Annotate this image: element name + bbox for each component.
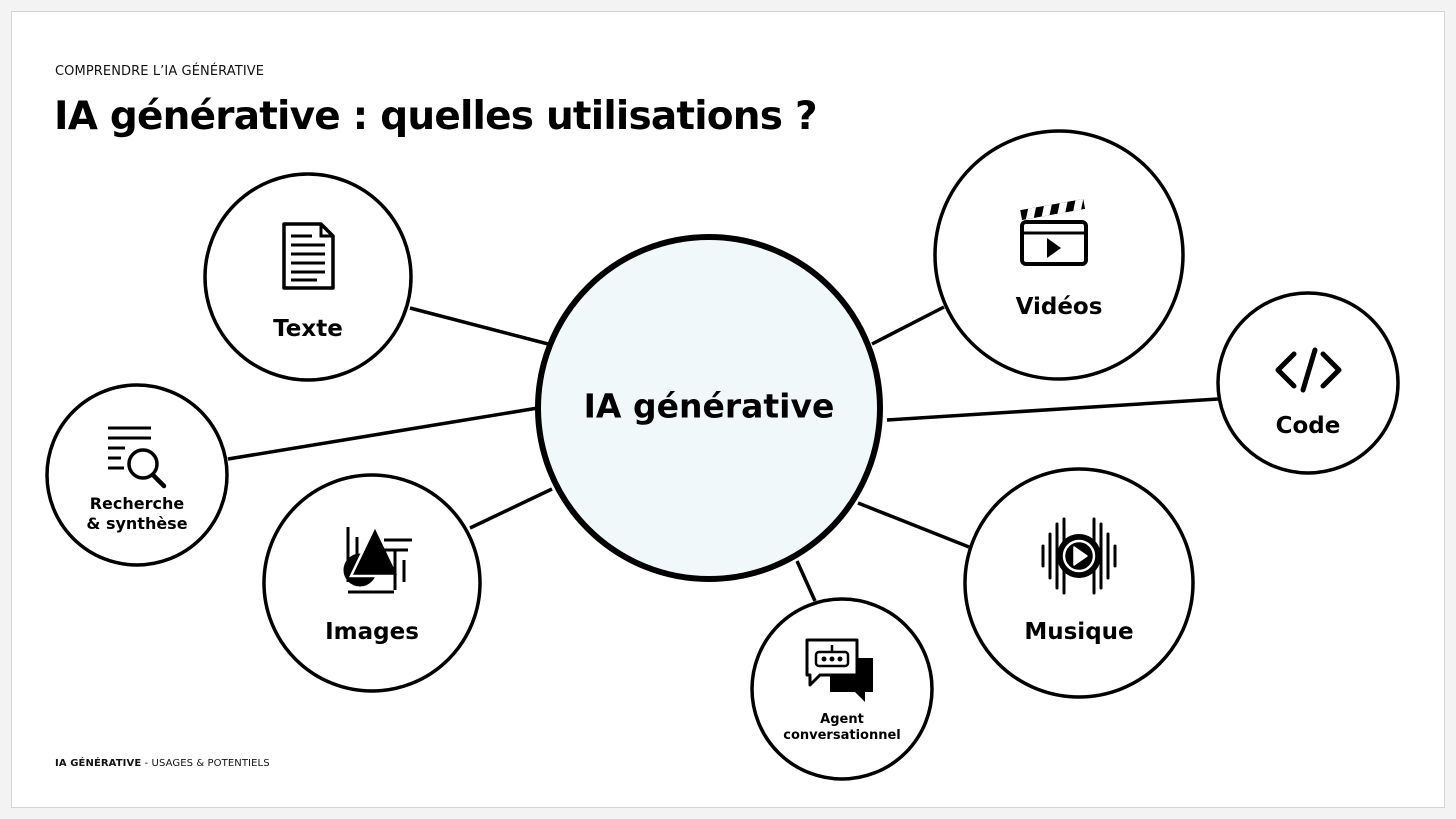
chatbot-icon xyxy=(805,638,873,702)
slide-title: IA générative : quelles utilisations ? xyxy=(54,94,818,139)
node-texte: Texte xyxy=(203,172,413,382)
node-musique-label: Musique xyxy=(1024,619,1133,645)
node-recherche-label-line1: Recherche xyxy=(90,494,185,513)
node-videos-label: Vidéos xyxy=(1016,294,1103,320)
audio-play-icon xyxy=(1041,517,1117,595)
connector-code xyxy=(886,397,1219,422)
node-agent-label-line1: Agent xyxy=(820,712,864,727)
node-videos: Vidéos xyxy=(933,129,1185,381)
connector-videos xyxy=(871,305,945,346)
search-list-icon xyxy=(108,426,167,489)
connectors xyxy=(227,305,1219,602)
node-recherche: Recherche & synthèse xyxy=(45,383,229,567)
document-icon xyxy=(282,222,335,290)
node-agent: Agent conversationnel xyxy=(750,597,934,781)
shapes-icon xyxy=(343,523,412,594)
slide-kicker: COMPRENDRE L’IA GÉNÉRATIVE xyxy=(55,64,265,79)
center-node: IA générative xyxy=(535,234,883,582)
connector-images xyxy=(469,487,553,530)
node-images-label: Images xyxy=(325,619,419,645)
code-icon xyxy=(1275,347,1342,393)
connector-musique xyxy=(857,501,970,549)
node-recherche-label-line2: & synthèse xyxy=(86,514,187,533)
mind-map-diagram: IA générative Texte xyxy=(45,129,1400,781)
slide-footer: IA GÉNÉRATIVE - USAGES & POTENTIELS xyxy=(55,758,270,769)
node-musique: Musique xyxy=(963,467,1195,699)
footer-strong: IA GÉNÉRATIVE xyxy=(55,758,142,769)
node-code-label: Code xyxy=(1276,413,1341,439)
node-texte-label: Texte xyxy=(273,316,343,342)
connector-agent xyxy=(795,560,817,602)
node-images: Images xyxy=(262,473,482,693)
footer-separator: - xyxy=(141,758,152,769)
node-agent-label-line2: conversationnel xyxy=(783,728,901,743)
node-code: Code xyxy=(1216,291,1400,475)
footer-rest: USAGES & POTENTIELS xyxy=(151,758,270,769)
slide: COMPRENDRE L’IA GÉNÉRATIVE IA générative… xyxy=(11,11,1445,808)
clapperboard-icon xyxy=(1020,199,1088,266)
connector-recherche xyxy=(227,406,539,461)
center-label: IA générative xyxy=(584,387,835,426)
connector-texte xyxy=(409,306,553,347)
